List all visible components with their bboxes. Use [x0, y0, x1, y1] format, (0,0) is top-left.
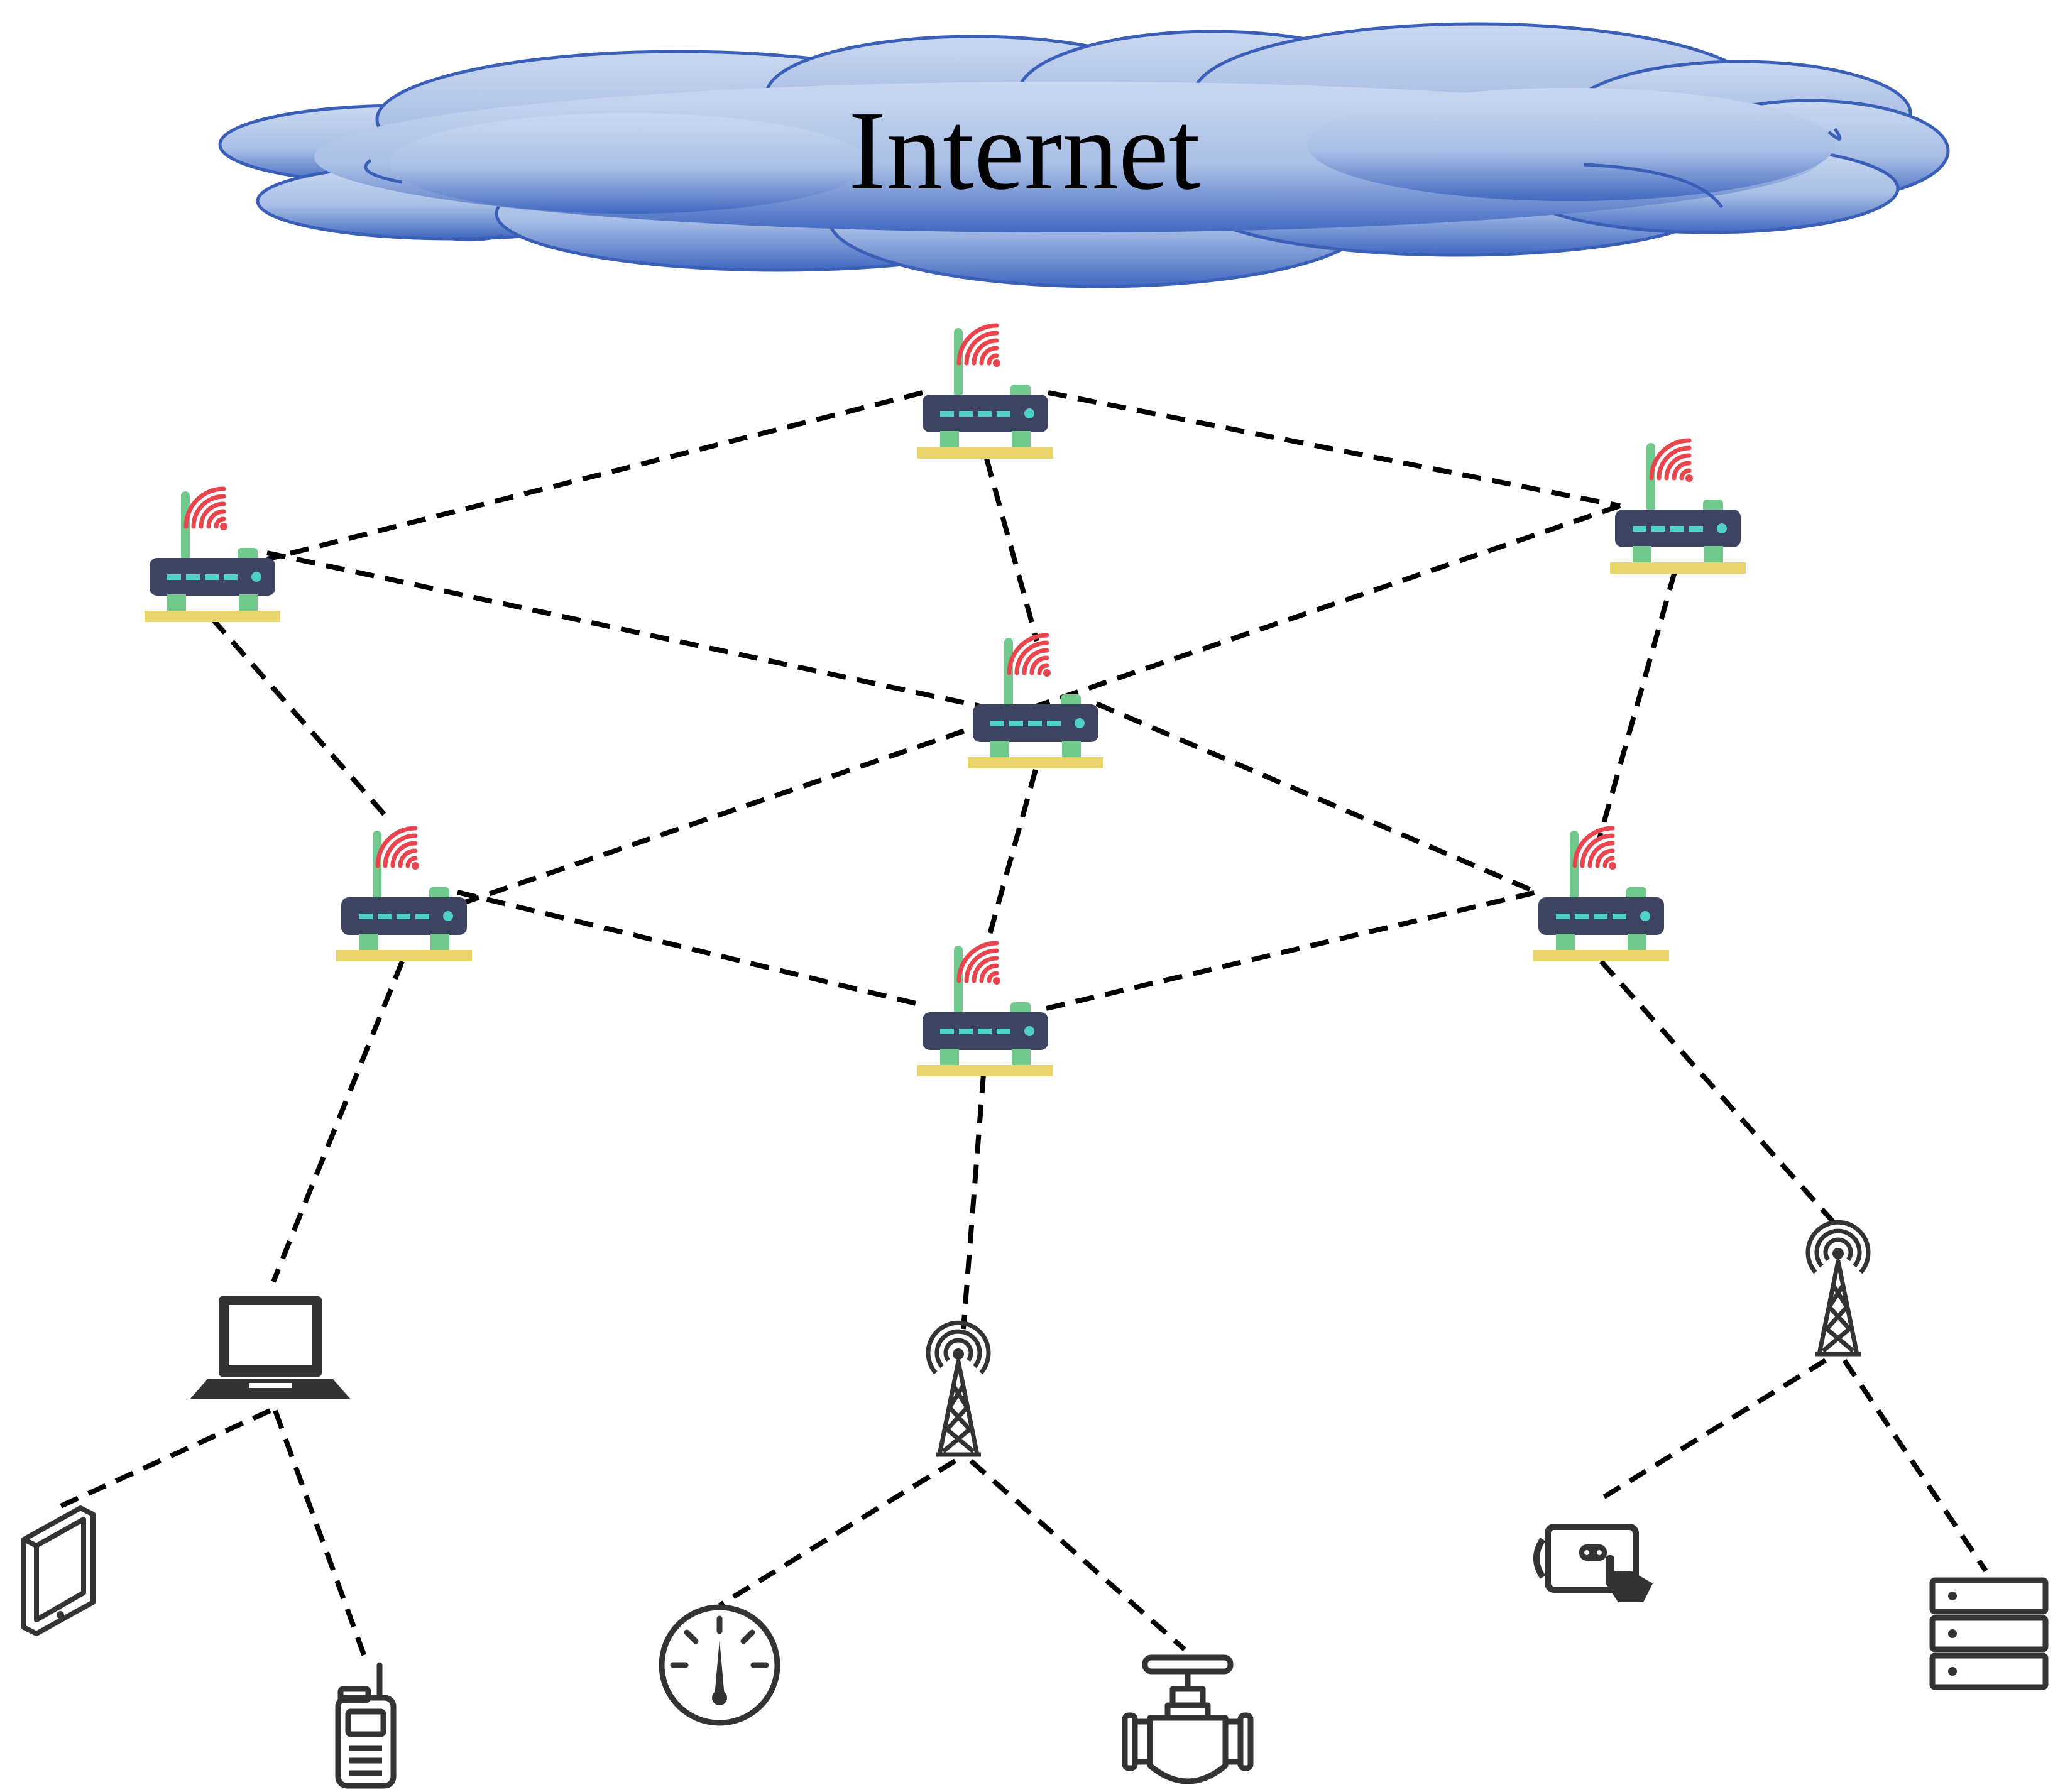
link-r6-r7 — [1046, 890, 1537, 1011]
link-r4-r7 — [1095, 701, 1538, 895]
link-tower1-gauge — [718, 1458, 957, 1608]
wireless-router-icon — [917, 943, 1053, 1076]
internet-label: Internet — [848, 88, 1200, 213]
link-r7-tower2 — [1599, 959, 1838, 1227]
wireless-router-icon — [145, 489, 280, 622]
link-r2-r4 — [266, 550, 984, 709]
radio-tower-icon — [1808, 1222, 1868, 1354]
link-r5-laptop — [271, 960, 405, 1283]
tablet-game-icon — [1533, 1524, 1653, 1602]
laptop-icon — [190, 1296, 351, 1399]
wireless-router-icon — [1610, 440, 1746, 574]
internet-cloud: Internet — [218, 22, 1950, 288]
radio-tower-icon — [928, 1323, 988, 1455]
link-r1-r4 — [984, 457, 1039, 642]
wireless-router-icon — [336, 828, 472, 961]
link-r6-tower1 — [961, 1074, 986, 1330]
walkie-talkie-icon — [335, 1662, 397, 1789]
link-r3-r7 — [1597, 571, 1677, 840]
link-r5-r6 — [457, 890, 924, 1008]
link-r4-r6 — [984, 768, 1038, 947]
server-icon — [1929, 1577, 2049, 1690]
link-r2-r5 — [210, 617, 389, 819]
link-laptop-radio — [273, 1409, 370, 1666]
link-tower1-valve — [969, 1459, 1186, 1651]
wireless-router-icon — [1533, 828, 1669, 961]
gauge-icon — [659, 1604, 780, 1726]
link-tower2-server — [1842, 1358, 1988, 1573]
link-r1-r3 — [1048, 390, 1621, 508]
valve-icon — [1122, 1654, 1254, 1784]
tablet-icon — [21, 1505, 96, 1636]
link-laptop-tablet — [55, 1408, 271, 1511]
link-tower2-game — [1594, 1358, 1827, 1504]
link-r1-r2 — [266, 390, 923, 562]
wireless-router-icon — [968, 635, 1103, 768]
wireless-router-icon — [917, 325, 1053, 459]
